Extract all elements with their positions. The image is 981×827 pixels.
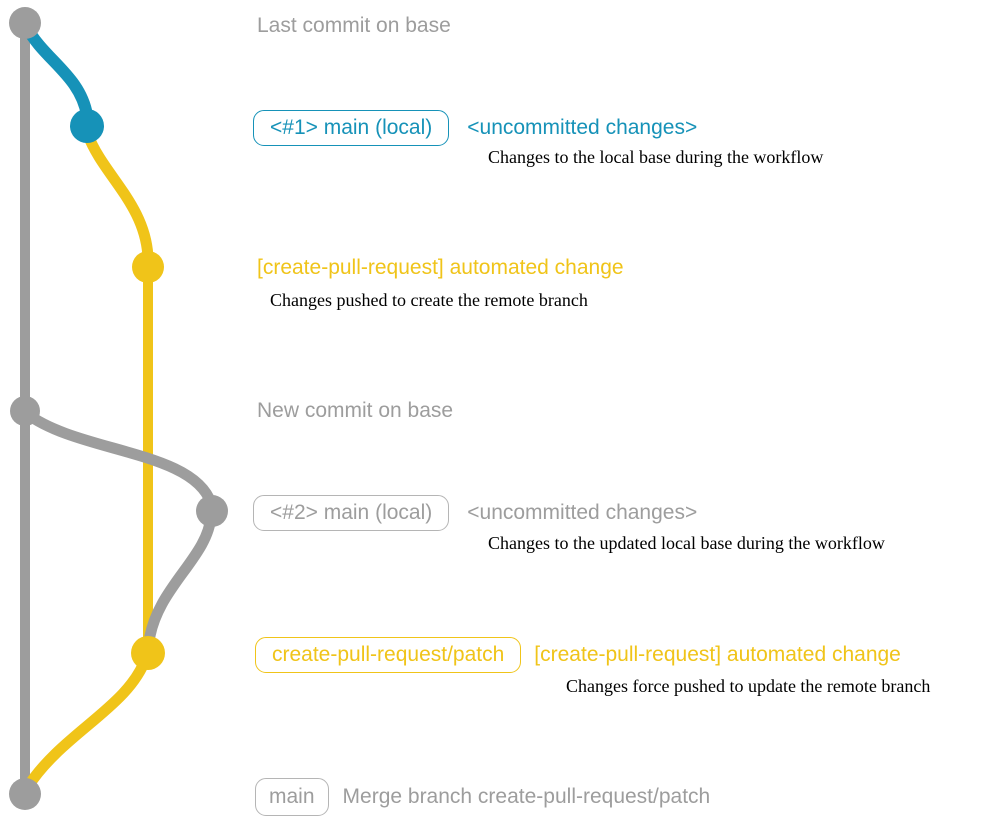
branch-badge-main-local-1: <#1> main (local) bbox=[253, 110, 450, 146]
commit-node-uncommitted-changes-1 bbox=[70, 109, 104, 143]
commit-node-new-commit-on-base bbox=[10, 396, 40, 426]
branch-base-to-local2-curve bbox=[20, 407, 217, 509]
commit-node-uncommitted-changes-2 bbox=[196, 495, 228, 527]
branch-main-local-curve bbox=[20, 20, 93, 121]
label-new-commit-on-base: New commit on base bbox=[257, 399, 454, 422]
note-local-base: Changes to the local base during the wor… bbox=[488, 147, 824, 167]
branch-badge-main-local-2: <#2> main (local) bbox=[253, 495, 450, 531]
row-main-local-2: <#2> main (local) <uncommitted changes> bbox=[253, 495, 697, 531]
note-pushed-create: Changes pushed to create the remote bran… bbox=[270, 290, 588, 310]
row-merge-commit: main Merge branch create-pull-request/pa… bbox=[255, 778, 710, 816]
label-automated-change-1: [create-pull-request] automated change bbox=[257, 256, 624, 279]
row-main-local-1: <#1> main (local) <uncommitted changes> bbox=[253, 110, 697, 146]
label-uncommitted-changes-2: <uncommitted changes> bbox=[467, 501, 698, 524]
commit-node-last-commit-on-base bbox=[9, 7, 41, 39]
commit-node-automated-change-1 bbox=[132, 251, 164, 283]
label-uncommitted-changes-1: <uncommitted changes> bbox=[467, 116, 698, 139]
branch-badge-patch: create-pull-request/patch bbox=[255, 637, 522, 673]
label-automated-change-2: [create-pull-request] automated change bbox=[534, 643, 901, 666]
commit-node-automated-change-2 bbox=[131, 636, 165, 670]
label-last-commit-on-base: Last commit on base bbox=[257, 14, 451, 37]
commit-node-merge-commit bbox=[9, 778, 41, 810]
label-merge-message: Merge branch create-pull-request/patch bbox=[342, 785, 711, 808]
branch-patch-to-merge-curve bbox=[21, 652, 152, 794]
branch-badge-main: main bbox=[255, 778, 329, 816]
commit-graph bbox=[9, 7, 228, 810]
note-force-pushed: Changes force pushed to update the remot… bbox=[566, 676, 931, 696]
note-updated-local-base: Changes to the updated local base during… bbox=[488, 533, 885, 553]
branch-patch-curve-1 bbox=[82, 129, 154, 264]
branch-local2-to-patch-curve bbox=[143, 510, 217, 648]
row-patch-branch: create-pull-request/patch [create-pull-r… bbox=[255, 637, 901, 673]
